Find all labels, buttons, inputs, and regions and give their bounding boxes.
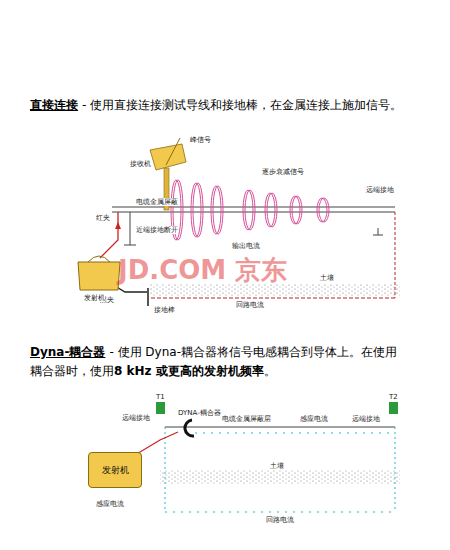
induced-current-path xyxy=(195,432,390,433)
part-label: 电缆金属屏蔽 xyxy=(136,198,178,206)
cable-sheath xyxy=(112,211,395,212)
ground-symbol xyxy=(124,245,136,246)
part-label: 峰信号 xyxy=(190,136,211,144)
cable-sheath xyxy=(112,206,395,207)
receiver-handle xyxy=(166,138,180,165)
part-label: 近端接地断开 xyxy=(136,226,178,234)
node-text: 发射机 xyxy=(102,464,129,477)
near-ground-open xyxy=(130,212,131,245)
receiver-head xyxy=(150,144,186,170)
part-label: 电缆金属屏蔽层 xyxy=(222,415,271,423)
section-heading: 直接连接 xyxy=(30,98,78,112)
part-label: 接收机 xyxy=(130,160,151,168)
transmitter-handle xyxy=(88,256,110,262)
part-label: 土壤 xyxy=(320,274,334,282)
signal-ring xyxy=(245,190,255,230)
signal-ring xyxy=(292,196,302,224)
signal-ring xyxy=(319,198,329,222)
part-label: DYNA-耦合器 xyxy=(178,409,221,417)
section-heading: Dyna-耦合器 xyxy=(30,345,105,359)
signal-ring xyxy=(267,193,277,227)
return-current-path xyxy=(165,511,395,512)
part-label: 逐步衰减信号 xyxy=(262,168,304,176)
soil-band xyxy=(150,284,400,296)
signal-rings xyxy=(171,180,329,240)
watermark: JD.COM 京东 xyxy=(118,256,287,284)
cable-sheath xyxy=(165,426,395,427)
part-label: 远端接地 xyxy=(366,186,394,194)
t2-marker xyxy=(389,402,398,414)
signal-ring xyxy=(213,186,223,234)
ground-symbol xyxy=(378,228,379,235)
paragraph: Dyna-耦合器- 使用 Dyna-耦合器将信号电感耦合到导体上。在使用耦合器时… xyxy=(30,343,400,381)
ground-symbol xyxy=(373,235,383,236)
paragraph-text: 。 xyxy=(264,364,276,378)
current-label: 回路电流 xyxy=(266,516,294,524)
part-label: 土壤 xyxy=(270,462,284,470)
current-label: 感应电流 xyxy=(300,415,328,423)
dyna-coupler xyxy=(185,420,194,436)
return-current-path xyxy=(150,298,395,299)
signal-ring xyxy=(193,183,203,237)
ground-lead xyxy=(395,427,396,512)
far-ground-lead xyxy=(395,212,396,298)
current-arrow xyxy=(115,222,121,229)
transmitter-bag xyxy=(78,262,120,290)
coupler-figure xyxy=(130,402,400,512)
paragraph-text: - 使用直接连接测试导线和接地棒，在金属连接上施加信号。 xyxy=(82,98,402,112)
part-label: 红夹 xyxy=(96,214,110,222)
part-label: 发射机 xyxy=(84,294,105,302)
paragraph-emphasis: 8 kHz 或更高的发射机频率 xyxy=(114,364,264,378)
transmitter-box: 发射机 xyxy=(88,452,142,488)
paragraph: 直接连接 - 使用直接连接测试导线和接地棒，在金属连接上施加信号。 xyxy=(30,96,425,115)
ground-rod xyxy=(147,288,149,306)
ground-lead xyxy=(165,427,166,512)
soil-band xyxy=(160,470,400,484)
part-label: 远端接地 xyxy=(352,415,380,423)
part-label: 远端接地 xyxy=(122,414,150,422)
terminal-label: T1 xyxy=(156,393,165,401)
current-label: 输出电流 xyxy=(232,242,260,250)
t1-marker xyxy=(156,402,165,414)
part-label: 接地棒 xyxy=(154,306,175,314)
current-label: 回路电流 xyxy=(236,301,264,309)
terminal-label: T2 xyxy=(389,393,398,401)
direct-connection-figure xyxy=(78,138,400,306)
current-label: 感应电流 xyxy=(96,500,124,508)
